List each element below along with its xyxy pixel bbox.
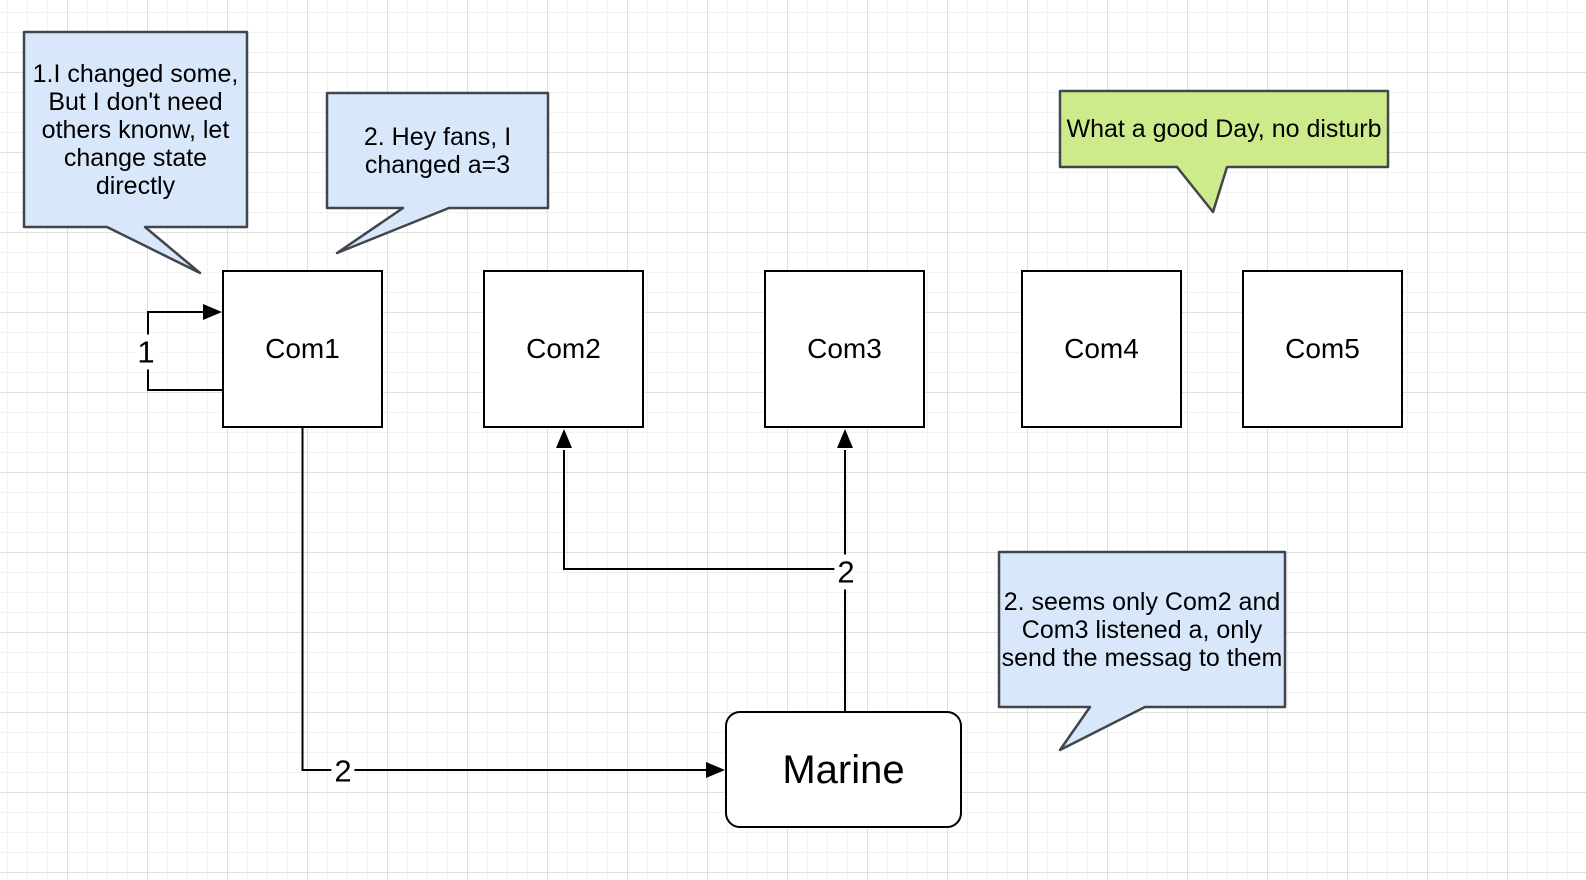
- callout-note-3-text: What a good Day, no disturb: [1066, 115, 1382, 143]
- node-com3[interactable]: Com3: [764, 270, 925, 428]
- node-marine-label: Marine: [782, 747, 905, 792]
- edge-label-self-change[interactable]: 1: [134, 334, 158, 370]
- callout-bubble-2[interactable]: [325, 91, 550, 255]
- callout-note-4[interactable]: 2. seems only Com2 and Com3 listened a, …: [999, 552, 1285, 707]
- edge-label-notify-listeners[interactable]: 2: [834, 554, 858, 590]
- node-com4[interactable]: Com4: [1021, 270, 1182, 428]
- callout-note-3[interactable]: What a good Day, no disturb: [1060, 91, 1388, 167]
- callout-note-1-text: 1.I changed some, But I don't need other…: [32, 59, 239, 200]
- arrowhead-into-com2: [556, 429, 572, 448]
- callout-bubble-1[interactable]: [22, 30, 249, 275]
- node-com5-label: Com5: [1285, 333, 1360, 365]
- callout-note-2-text: 2. Hey fans, I changed a=3: [363, 122, 512, 179]
- node-com5[interactable]: Com5: [1242, 270, 1403, 428]
- node-com4-label: Com4: [1064, 333, 1139, 365]
- edge-com1-self-loop[interactable]: [147, 311, 222, 391]
- callout-note-4-text: 2. seems only Com2 and Com3 listened a, …: [1001, 587, 1283, 672]
- arrowhead-into-marine: [706, 762, 725, 778]
- callout-bubble-4[interactable]: [997, 550, 1287, 752]
- edge-marine-to-com2[interactable]: [563, 450, 845, 570]
- edge-label-publish-to-marine[interactable]: 2: [331, 753, 355, 789]
- node-marine[interactable]: Marine: [725, 711, 962, 828]
- node-com1-label: Com1: [265, 333, 340, 365]
- callout-note-1[interactable]: 1.I changed some, But I don't need other…: [24, 32, 247, 227]
- node-com2[interactable]: Com2: [483, 270, 644, 428]
- node-com1[interactable]: Com1: [222, 270, 383, 428]
- arrowhead-into-com1: [203, 304, 222, 320]
- edge-com1-to-marine[interactable]: [301, 428, 708, 771]
- arrowhead-into-com3: [837, 429, 853, 448]
- callout-bubble-3[interactable]: [1058, 89, 1390, 214]
- callout-note-2[interactable]: 2. Hey fans, I changed a=3: [327, 93, 548, 208]
- node-com3-label: Com3: [807, 333, 882, 365]
- node-com2-label: Com2: [526, 333, 601, 365]
